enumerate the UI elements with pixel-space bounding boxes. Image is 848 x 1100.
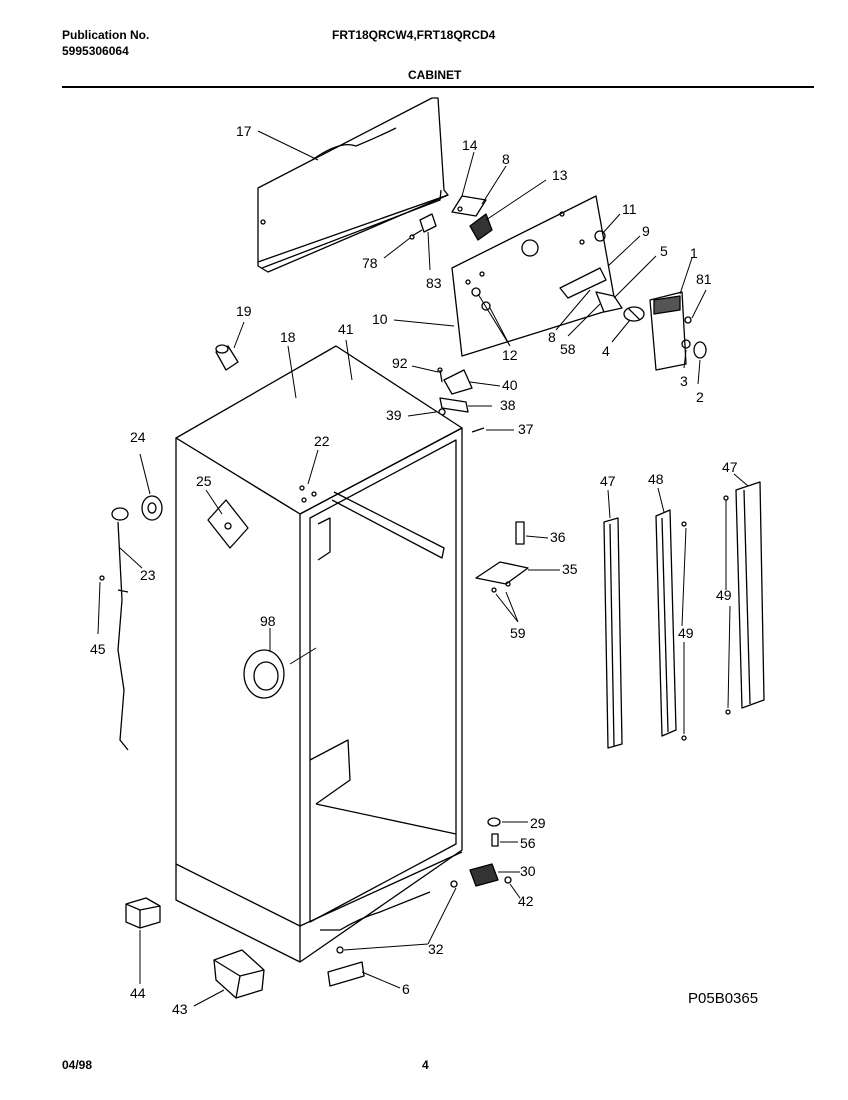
- callout-25: 25: [196, 473, 212, 489]
- footer-date: 04/98: [62, 1058, 93, 1072]
- callout-12: 12: [502, 347, 518, 363]
- callout-43: 43: [172, 1001, 188, 1017]
- callout-19: 19: [236, 303, 252, 319]
- part-trim-48: [655, 509, 687, 741]
- callout-56: 56: [520, 835, 536, 851]
- callout-29: 29: [530, 815, 546, 831]
- callout-83: 83: [426, 275, 442, 291]
- part-clip-83: [419, 213, 437, 233]
- callout-44: 44: [130, 985, 146, 1001]
- callout-45: 45: [90, 641, 106, 657]
- callout-8-lower: 8: [548, 329, 556, 345]
- part-bracket: [451, 195, 493, 241]
- callout-8: 8: [502, 151, 510, 167]
- callout-11: 11: [622, 201, 637, 217]
- callout-37: 37: [518, 421, 534, 437]
- callout-47-right: 47: [722, 459, 738, 475]
- callout-49-left: 49: [678, 625, 694, 641]
- callout-81: 81: [696, 271, 712, 287]
- part-grille-6: [327, 961, 365, 987]
- header-rule: [62, 86, 814, 88]
- part-plug-32: [336, 880, 458, 954]
- part-roller-44: [125, 897, 161, 929]
- part-plug-11: [594, 230, 606, 242]
- part-hinge-pin: [515, 521, 525, 545]
- callout-92: 92: [392, 355, 408, 371]
- part-drain: [99, 495, 163, 751]
- part-damper: [559, 267, 623, 313]
- callout-30: 30: [520, 863, 536, 879]
- callout-1: 1: [690, 245, 698, 261]
- part-knob-2: [693, 341, 707, 359]
- callout-5: 5: [660, 243, 668, 259]
- publication-number: 5995306064: [62, 44, 129, 58]
- part-cabinet: [175, 345, 463, 963]
- callout-40: 40: [502, 377, 518, 393]
- part-cap-19: [215, 344, 239, 371]
- part-knob: [623, 306, 645, 322]
- model-numbers: FRT18QRCW4,FRT18QRCD4: [332, 28, 496, 42]
- callout-58: 58: [560, 341, 576, 357]
- callout-35: 35: [562, 561, 578, 577]
- part-bottom-hinge: [475, 561, 529, 593]
- callout-4: 4: [602, 343, 610, 359]
- part-screw-78: [409, 229, 423, 240]
- publication-label: Publication No.: [62, 28, 150, 42]
- callout-41: 41: [338, 321, 354, 337]
- leader-lines: [97, 130, 749, 1007]
- part-top-panel: [257, 97, 449, 273]
- callout-23: 23: [140, 567, 156, 583]
- callout-13: 13: [552, 167, 568, 183]
- callout-17: 17: [236, 123, 252, 139]
- callout-6: 6: [402, 981, 410, 997]
- part-trim-47-right: [723, 481, 765, 715]
- page-number: 4: [422, 1058, 429, 1072]
- drawing-code: P05B0365: [688, 990, 759, 1007]
- part-top-hinge: [437, 367, 485, 433]
- callout-38: 38: [500, 397, 516, 413]
- callout-18: 18: [280, 329, 296, 345]
- callout-32: 32: [428, 941, 444, 957]
- callout-48: 48: [648, 471, 664, 487]
- part-plug-98: [243, 649, 285, 699]
- callout-78: 78: [362, 255, 378, 271]
- callout-98: 98: [260, 613, 276, 629]
- callout-49-right: 49: [716, 587, 732, 603]
- callout-22: 22: [314, 433, 330, 449]
- callout-47-left: 47: [600, 473, 616, 489]
- callout-labels: 17 14 8 13 11 9 78 83 5 1 81 10 12 8 58 …: [90, 123, 738, 1017]
- callout-3: 3: [680, 373, 688, 389]
- callout-14: 14: [462, 137, 478, 153]
- part-leveler: [469, 817, 512, 887]
- part-trim-47-left: [603, 517, 623, 749]
- callout-24: 24: [130, 429, 146, 445]
- section-title: CABINET: [408, 68, 462, 82]
- callout-10: 10: [372, 311, 388, 327]
- part-roller-43: [213, 949, 265, 999]
- callout-9: 9: [642, 223, 650, 239]
- part-hinge-25: [207, 499, 249, 549]
- callout-59: 59: [510, 625, 526, 641]
- part-control-housing: [649, 291, 692, 371]
- callout-36: 36: [550, 529, 566, 545]
- callout-39: 39: [386, 407, 402, 423]
- callout-2: 2: [696, 389, 704, 405]
- callout-42: 42: [518, 893, 534, 909]
